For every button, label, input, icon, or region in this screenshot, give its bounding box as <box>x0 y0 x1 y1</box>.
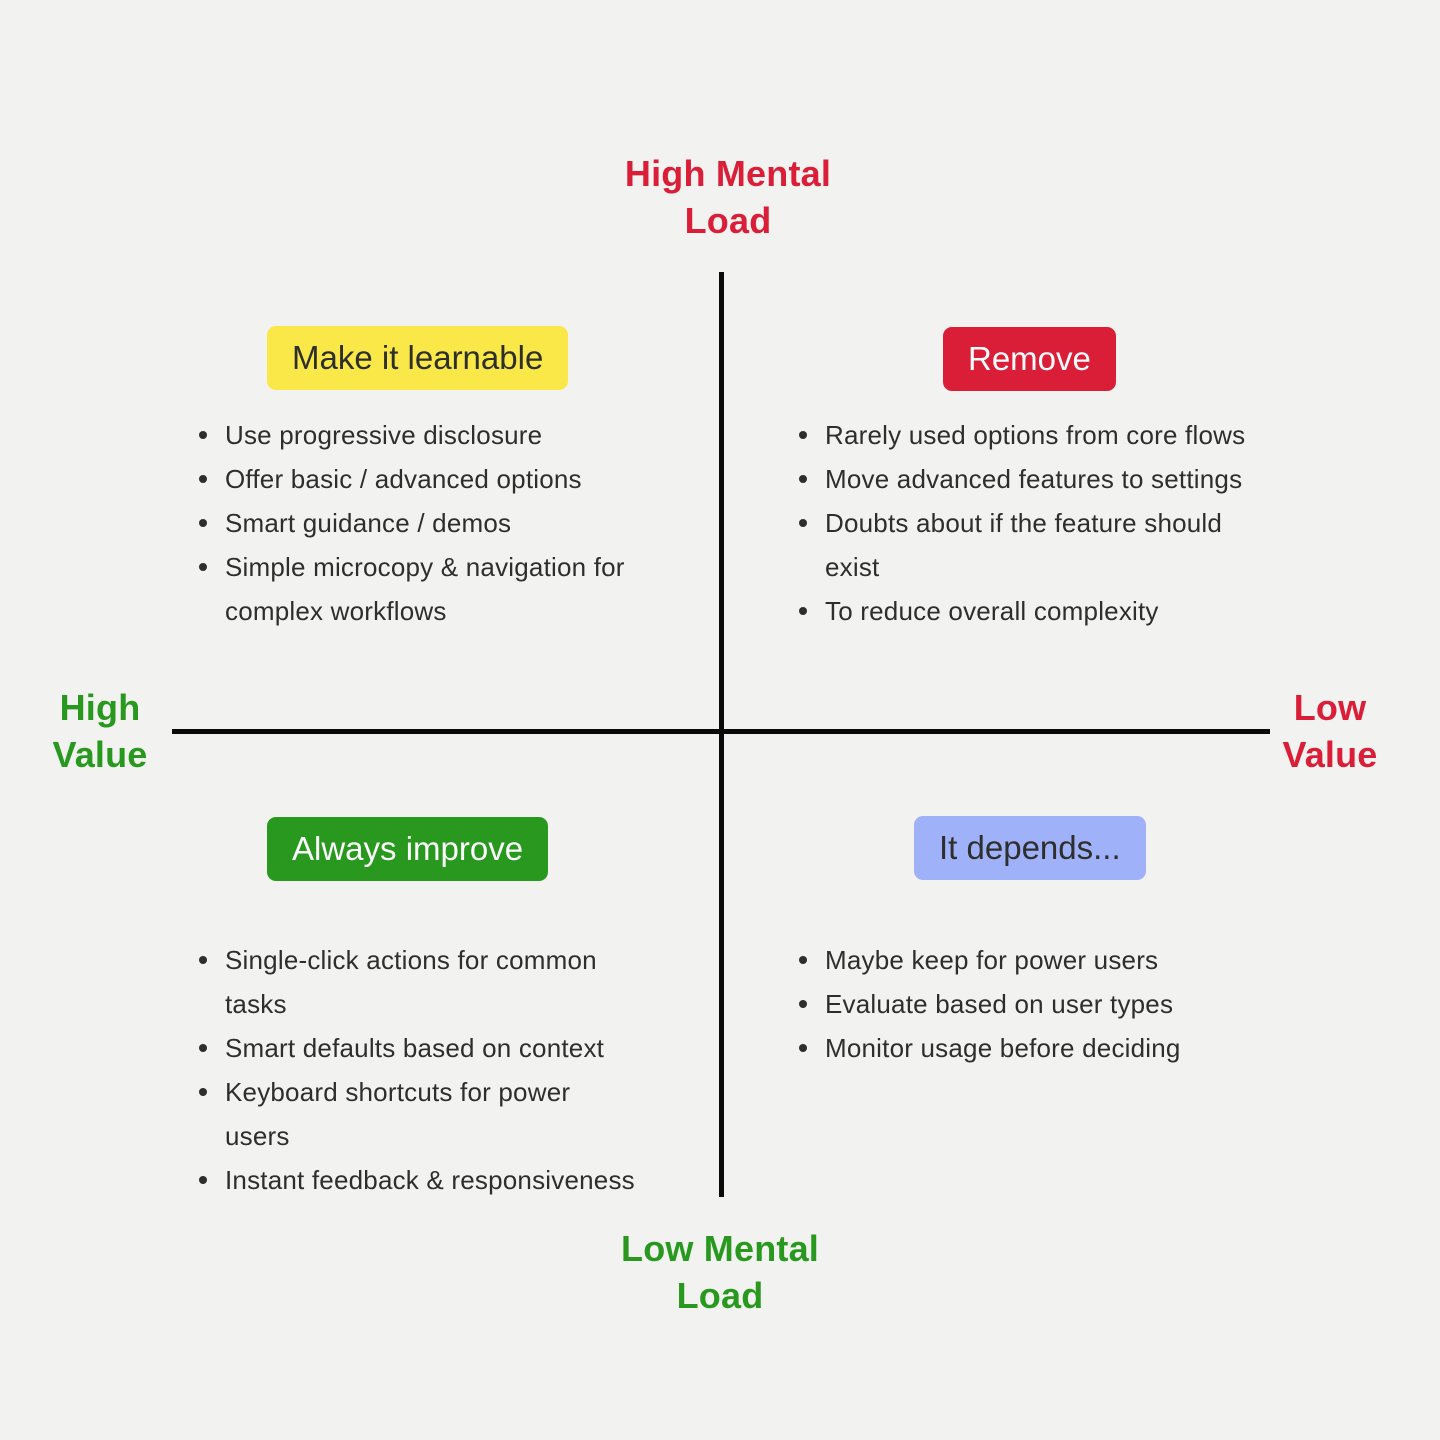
list-item: Smart guidance / demos <box>196 501 656 545</box>
list-item: Instant feedback & responsiveness <box>196 1158 636 1202</box>
list-item: Maybe keep for power users <box>796 938 1266 982</box>
axis-label-low-mental-load: Low Mental Load <box>600 1225 840 1319</box>
axis-label-line: Low Mental <box>621 1228 819 1269</box>
axis-label-line: Value <box>52 734 148 775</box>
quadrant-list-always-improve: Single-click actions for common tasks Sm… <box>196 938 636 1202</box>
axis-label-high-value: High Value <box>20 684 180 778</box>
list-item: Smart defaults based on context <box>196 1026 636 1070</box>
vertical-axis-line <box>719 272 724 1197</box>
list-item: Use progressive disclosure <box>196 413 656 457</box>
list-item: Doubts about if the feature should exist <box>796 501 1266 589</box>
list-item: Evaluate based on user types <box>796 982 1266 1026</box>
list-item: To reduce overall complexity <box>796 589 1266 633</box>
axis-label-line: High Mental <box>624 153 832 194</box>
axis-label-line: Load <box>684 200 772 241</box>
list-item: Simple microcopy & navigation for comple… <box>196 545 656 633</box>
quadrant-list-it-depends: Maybe keep for power users Evaluate base… <box>796 938 1266 1070</box>
axis-label-line: Load <box>676 1275 764 1316</box>
quadrant-title-always-improve: Always improve <box>267 817 549 881</box>
axis-label-low-value: Low Value <box>1250 684 1410 778</box>
list-item: Rarely used options from core flows <box>796 413 1266 457</box>
list-item: Keyboard shortcuts for power users <box>196 1070 636 1158</box>
quadrant-title-it-depends: It depends... <box>914 816 1146 880</box>
axis-label-line: Low <box>1293 687 1367 728</box>
axis-label-line: Value <box>1282 734 1378 775</box>
axis-label-line: High <box>59 687 141 728</box>
axis-label-high-mental-load: High Mental Load <box>608 150 848 244</box>
quadrant-list-make-it-learnable: Use progressive disclosure Offer basic /… <box>196 413 656 633</box>
horizontal-axis-line <box>172 729 1270 734</box>
list-item: Monitor usage before deciding <box>796 1026 1266 1070</box>
quadrant-list-remove: Rarely used options from core flows Move… <box>796 413 1266 633</box>
quadrant-title-remove: Remove <box>943 327 1116 391</box>
list-item: Move advanced features to settings <box>796 457 1266 501</box>
quadrant-title-make-it-learnable: Make it learnable <box>267 326 569 390</box>
list-item: Offer basic / advanced options <box>196 457 656 501</box>
list-item: Single-click actions for common tasks <box>196 938 636 1026</box>
